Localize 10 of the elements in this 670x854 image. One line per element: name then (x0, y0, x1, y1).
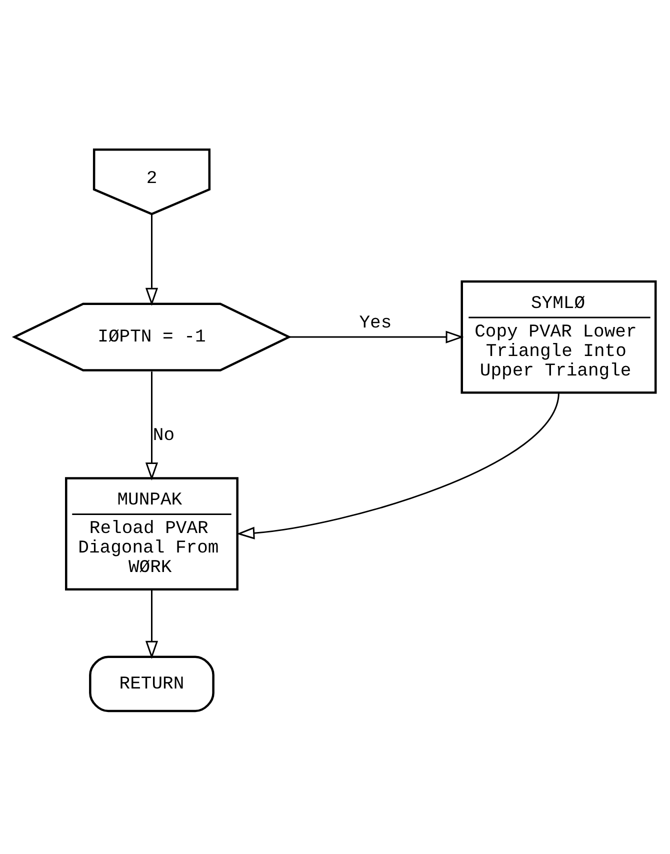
arrow (290, 330, 464, 344)
arrow (145, 590, 158, 659)
node-box: SYMLØ Copy PVAR Lower Triangle Into Upper Triangle (460, 280, 657, 394)
node-box: MUNPAK Reload PVAR Diagonal From WØRK (65, 477, 238, 590)
edge-label: Yes (359, 313, 392, 334)
arrow (236, 392, 560, 540)
arrow (145, 372, 158, 480)
node-box: RETURN (89, 656, 214, 712)
arrow (145, 214, 158, 306)
edge-label: No (152, 426, 175, 446)
